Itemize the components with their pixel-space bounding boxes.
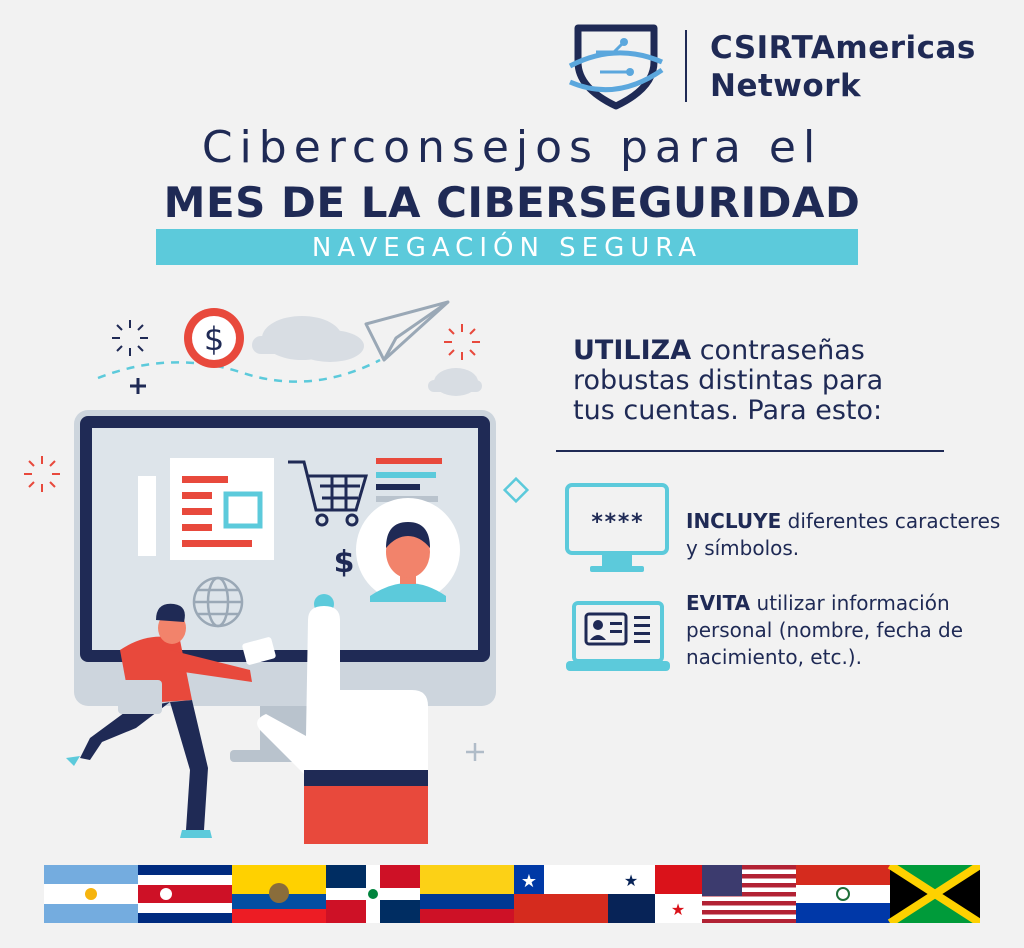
csirtamericas-shield-logo-icon	[568, 24, 664, 110]
flag-costa-rica-icon	[138, 865, 232, 923]
dollar-sign-icon: $	[334, 545, 355, 580]
svg-text:★: ★	[521, 871, 537, 892]
flag-united-states-icon	[702, 865, 796, 923]
flag-jamaica-icon	[887, 865, 980, 923]
main-tip-line3: tus cuentas. Para esto:	[573, 395, 883, 426]
flag-panama-icon: ★ ★	[608, 865, 702, 923]
flag-paraguay-icon	[796, 865, 890, 923]
brand-divider	[685, 30, 687, 102]
sparkle-icon	[112, 320, 148, 356]
flag-chile-icon: ★	[514, 865, 608, 923]
svg-text:****: ****	[591, 510, 644, 535]
svg-text:$: $	[204, 320, 224, 358]
tip-include-bold: INCLUYE	[686, 509, 782, 533]
main-tip-bold: UTILIZA	[573, 335, 692, 366]
pointing-hand-icon	[257, 594, 428, 844]
page-title-line1: Ciberconsejos para el	[201, 122, 823, 173]
main-tip-text: UTILIZA contraseñas robustas distintas p…	[573, 336, 983, 426]
subtitle-banner	[156, 229, 858, 265]
svg-text:★: ★	[671, 900, 685, 919]
avatar-icon	[356, 498, 460, 602]
cloud-icon	[252, 316, 482, 396]
dollar-coin-icon: $	[184, 308, 244, 368]
plus-icon	[130, 378, 146, 394]
brand-name-line2: Network	[710, 68, 862, 104]
flag-colombia-icon	[420, 865, 514, 923]
page-title-line2: MES DE LA CIBERSEGURIDAD	[163, 178, 861, 227]
tip-avoid-rest: utilizar información personal (nombre, f…	[686, 591, 964, 669]
running-man-icon	[66, 603, 276, 838]
tip-avoid-bold: EVITA	[686, 591, 751, 615]
flag-dominican-republic-icon	[326, 865, 420, 923]
tip-include-text: INCLUYE diferentes caracteres y símbolos…	[686, 508, 1006, 562]
tip-include-rest: diferentes caracteres y símbolos.	[686, 509, 1001, 560]
shopping-cart-icon	[288, 460, 369, 527]
illustration-scene: $ $	[24, 300, 530, 844]
brand-name-line1: CSIRTAmericas	[710, 30, 976, 66]
flag-argentina-icon	[44, 865, 138, 923]
newspaper-icon	[138, 458, 274, 560]
section-divider	[556, 450, 944, 452]
subtitle-text: NAVEGACIÓN SEGURA	[311, 233, 703, 263]
flags-row: ★ ★ ★	[44, 865, 980, 923]
svg-text:★: ★	[624, 871, 638, 890]
main-tip-line2: robustas distintas para	[573, 365, 884, 396]
globe-icon	[192, 576, 244, 628]
tip-avoid-text: EVITA utilizar información personal (nom…	[686, 590, 1006, 671]
paper-plane-icon	[364, 300, 450, 362]
password-monitor-icon: ****	[565, 483, 669, 572]
id-card-laptop-icon	[566, 601, 670, 671]
main-tip-rest: contraseñas	[691, 335, 865, 366]
flag-ecuador-icon	[232, 865, 326, 923]
